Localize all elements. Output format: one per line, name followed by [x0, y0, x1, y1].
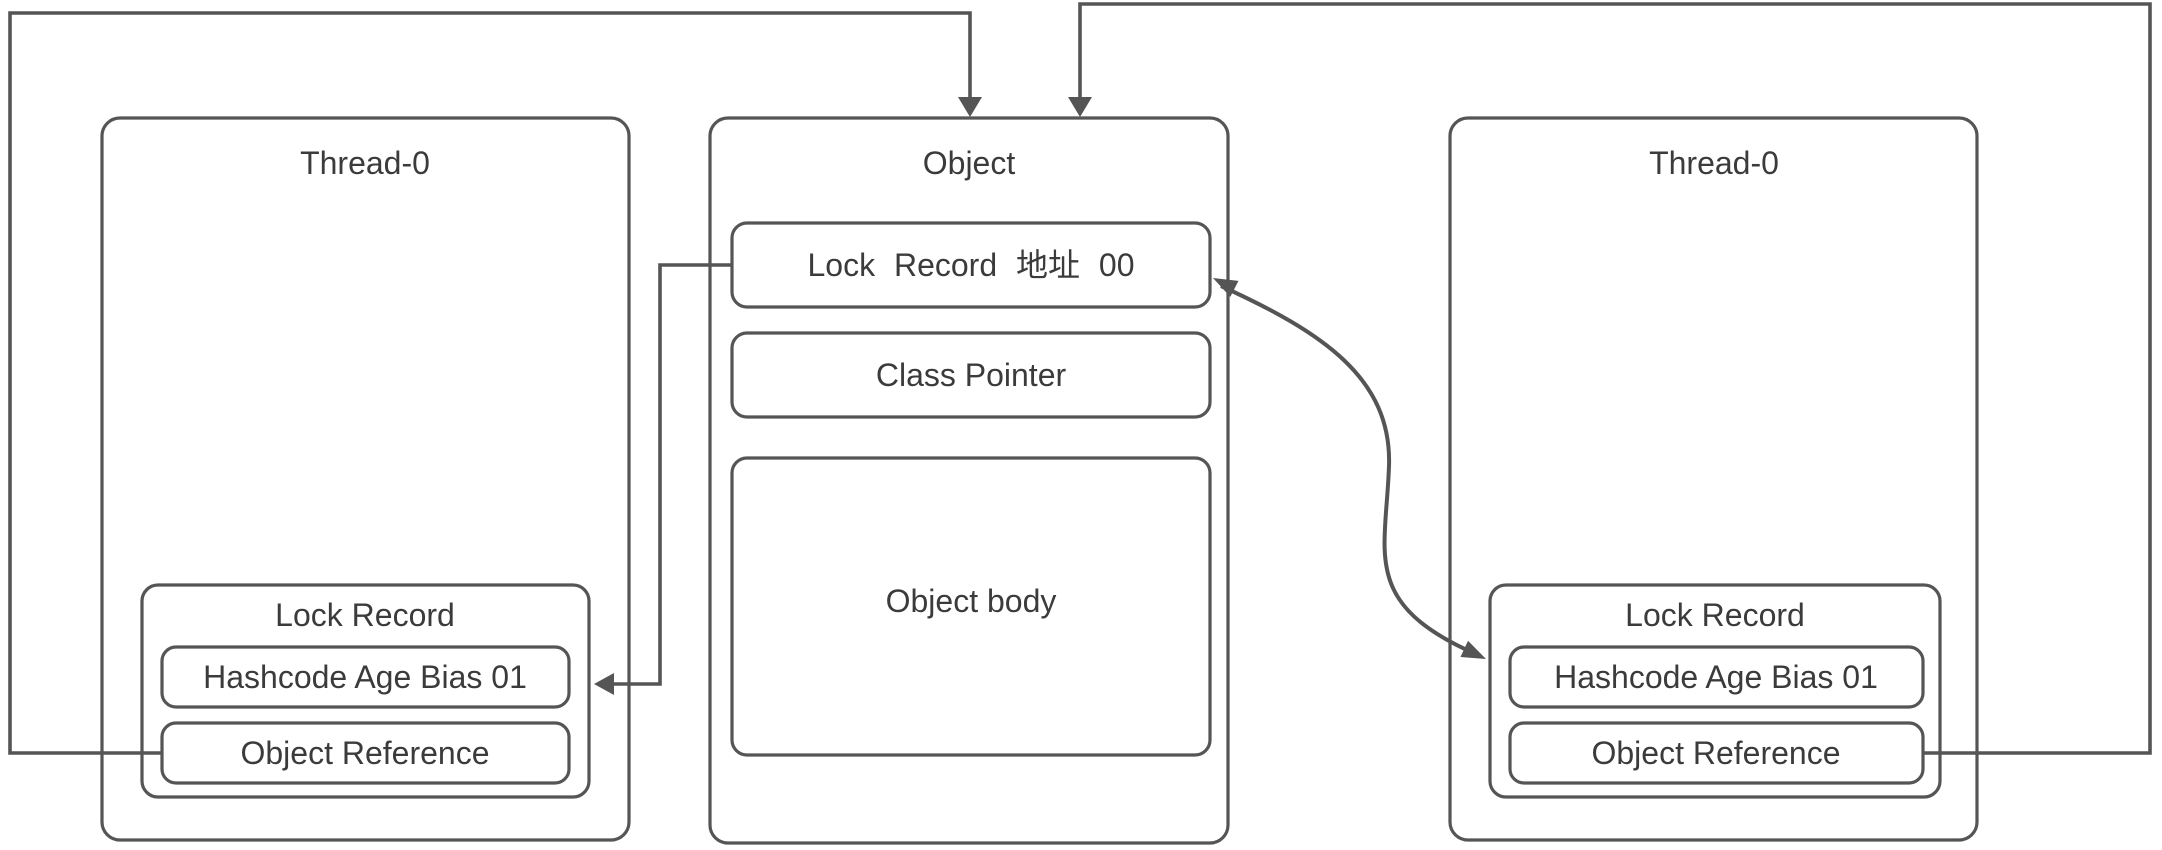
connector-mark-word-to-left-lock-record	[594, 263, 732, 695]
arrowhead-left-into-lock-record-icon	[594, 673, 614, 695]
object-title: Object	[923, 145, 1016, 181]
arrowhead-curve-into-mark-word-icon	[1213, 278, 1239, 297]
right-lock-record-label: Lock Record	[1625, 597, 1805, 633]
right-hashcode-row	[1508, 645, 1925, 709]
connector-mark-word-right-lock-record-curve	[1213, 278, 1486, 659]
connector-s-curve-line	[1220, 284, 1479, 657]
right-object-reference-row-label: Object Reference	[1591, 735, 1840, 771]
left-thread-group: Thread-0 Lock Record Hashcode Age Bias 0…	[100, 116, 631, 842]
left-hashcode-row-label: Hashcode Age Bias 01	[203, 659, 527, 695]
connector-mark-word-left-line	[614, 263, 732, 686]
connector-left-loop-line	[8, 11, 972, 755]
mark-word-row-label: Lock Record 地址 00	[807, 247, 1134, 283]
arrowhead-curve-into-right-lock-record-icon	[1460, 640, 1486, 659]
class-pointer-row	[730, 331, 1212, 419]
left-hashcode-row	[160, 645, 571, 709]
right-hashcode-row-label: Hashcode Age Bias 01	[1554, 659, 1878, 695]
object-body-row-label: Object body	[886, 583, 1057, 619]
connector-right-object-reference-to-object	[1068, 2, 2152, 755]
left-object-reference-row-label: Object Reference	[240, 735, 489, 771]
right-thread-group: Thread-0 Lock Record Hashcode Age Bias 0…	[1448, 116, 1979, 842]
connector-left-object-reference-to-object	[8, 11, 982, 755]
class-pointer-row-label: Class Pointer	[876, 357, 1067, 393]
object-group: Object Lock Record 地址 00 Class Pointer O…	[708, 116, 1230, 845]
left-lock-record-label: Lock Record	[275, 597, 455, 633]
object-body-row	[730, 456, 1212, 757]
arrowhead-down-left-loop-icon	[958, 97, 982, 117]
right-thread-title: Thread-0	[1649, 145, 1779, 181]
left-thread-title: Thread-0	[300, 145, 430, 181]
arrowhead-down-right-loop-icon	[1068, 97, 1092, 117]
connector-right-loop-line	[1078, 2, 2152, 755]
